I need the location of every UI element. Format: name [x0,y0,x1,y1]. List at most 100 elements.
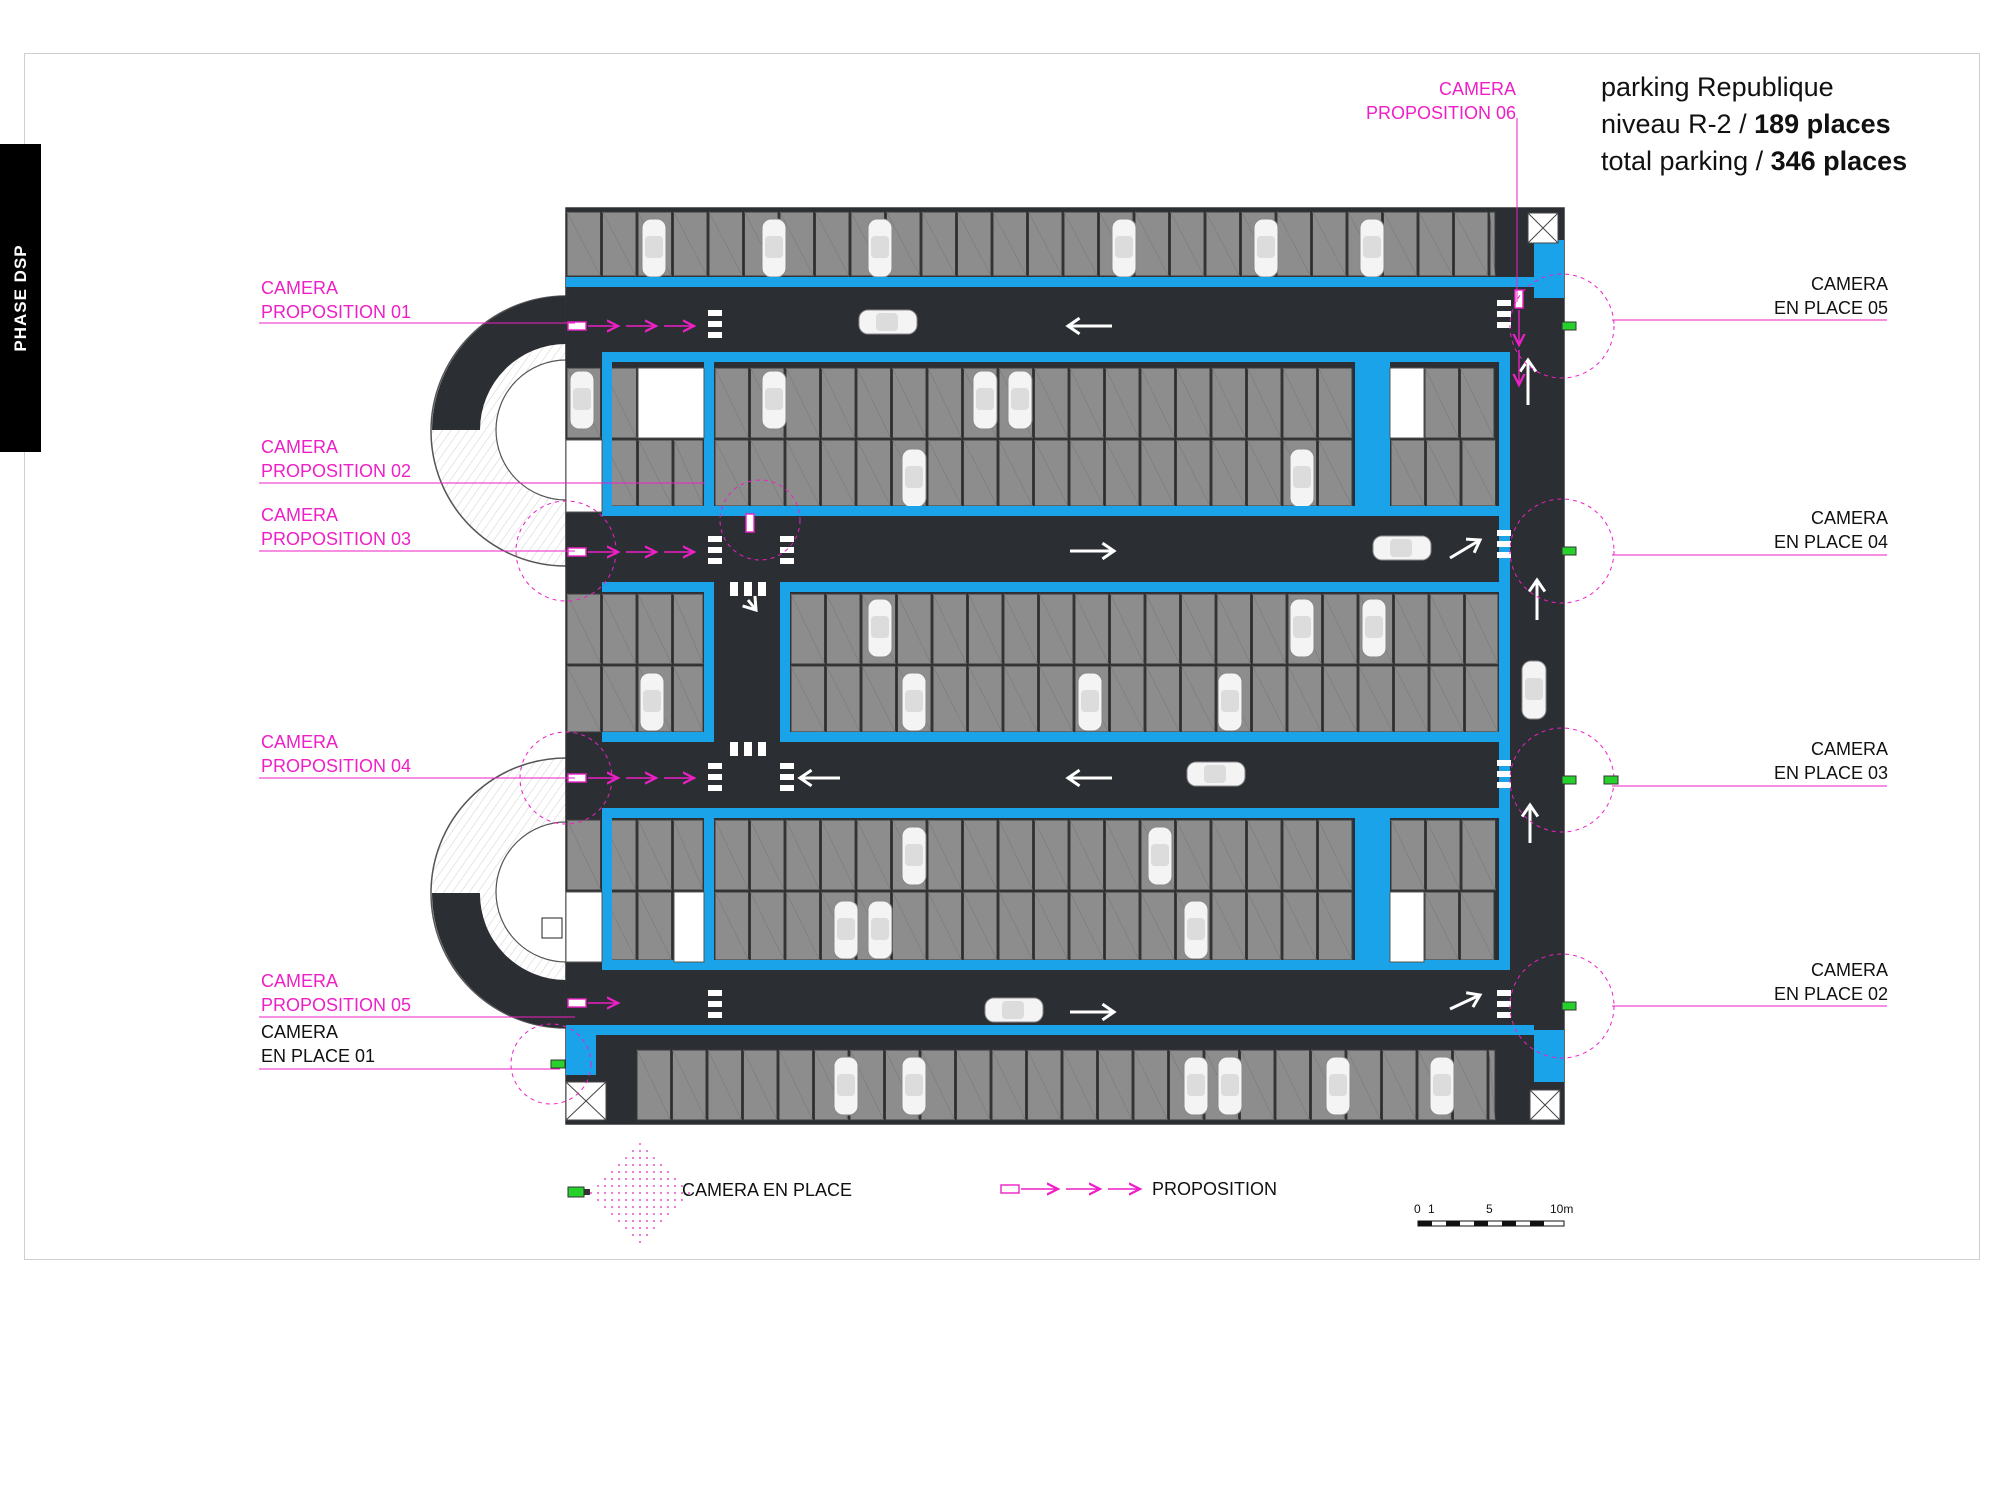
drawing-frame [24,53,1980,1260]
scale-tick-0: 0 [1414,1202,1421,1216]
crosswalk-stripe [708,547,722,553]
stall-diagonal [743,1049,778,1121]
stall-diagonal [1105,891,1140,961]
stall-diagonal [707,1049,742,1121]
stall-diagonal [566,665,601,733]
stall-diagonal [1252,593,1287,665]
stall-diagonal [1034,367,1069,439]
stall-diagonal [1424,891,1459,961]
stall-diagonal [566,211,601,277]
direction-arrow-head [1465,537,1483,554]
stall-diagonal [714,819,749,891]
stall-diagonal [1170,211,1205,277]
crosswalk-stripe [744,582,752,596]
car-roof [1081,690,1099,712]
camera-coverage [1509,498,1615,604]
stall-diagonal [892,367,927,439]
stall-diagonal [566,819,601,891]
car [901,1056,927,1116]
stall-diagonal [956,1049,991,1121]
car-roof [905,690,923,712]
stall-diagonal [750,439,785,507]
crosswalk-stripe [780,774,794,780]
crosswalk-stripe [708,332,722,338]
crosswalk-stripe [708,763,722,769]
stall-diagonal [826,665,861,733]
car-roof [871,918,889,940]
leader-lines [259,118,1887,1070]
car-roof [871,616,889,638]
direction-arrow-head [1527,577,1547,593]
crosswalk-stripe [708,321,722,327]
stall-diagonal [1176,367,1211,439]
stall-diagonal [998,439,1033,507]
crosswalk-stripe [1497,300,1511,306]
camera-en-place [1561,1001,1577,1011]
stall-diagonal [714,891,749,961]
stall-diagonal [963,439,998,507]
stall-diagonal [1205,211,1240,277]
stall-diagonal [673,819,704,891]
stall-diagonal [1039,665,1074,733]
car [1372,535,1432,561]
stall-diagonal [886,211,921,277]
stall-diagonal [1426,439,1461,507]
stall-diagonal [1358,665,1393,733]
stall-diagonal [1318,439,1353,507]
car [1186,761,1246,787]
stall-diagonal [785,819,820,891]
car-roof [1221,690,1239,712]
car [901,672,927,732]
stall-diagonal [1105,367,1140,439]
direction-arrow-head [1101,541,1117,561]
crosswalk-stripe [1497,782,1511,788]
stall-diagonal [856,439,891,507]
crosswalk-stripe [780,785,794,791]
stall-diagonal [1394,593,1429,665]
stair-cores [541,212,1561,1121]
stall-diagonal [927,819,962,891]
camera-en-place [1561,546,1577,556]
crosswalk-stripe [730,742,738,756]
direction-arrow-head [1520,802,1540,818]
crosswalk-stripe [708,785,722,791]
stall-diagonal [1287,665,1322,733]
car [1289,598,1315,658]
car-roof [876,313,898,331]
car-roof [1365,616,1383,638]
car-roof [1011,388,1029,410]
stall-diagonal [714,439,749,507]
crosswalk-stripe [1497,311,1511,317]
title-line-2: niveau R-2 / 189 places [1601,109,1891,139]
car [867,598,893,658]
direction-arrow-shaft [1449,538,1481,560]
car-roof [573,388,591,410]
stall-diagonal [920,1049,955,1121]
stall-diagonal [821,439,856,507]
car [1429,1056,1455,1116]
car-roof [765,236,783,258]
car-roof [1187,918,1205,940]
car-roof [905,844,923,866]
stall-diagonal [856,819,891,891]
stall-diagonal [1429,665,1464,733]
legend-camera-en-place: CAMERA EN PLACE [682,1180,853,1200]
car-roof [837,1074,855,1096]
car-roof [643,690,661,712]
car [901,826,927,886]
legend-proposition: PROPOSITION [1152,1179,1278,1199]
stall-diagonal [1390,819,1425,891]
scale-tick-5: 5 [1486,1202,1493,1216]
stall-diagonal [1181,665,1216,733]
camera-en-place [1603,775,1619,785]
car [1217,1056,1243,1116]
car [833,1056,859,1116]
crosswalk-stripe [1497,760,1511,766]
camera-en-place [1561,775,1577,785]
car-roof [1115,236,1133,258]
